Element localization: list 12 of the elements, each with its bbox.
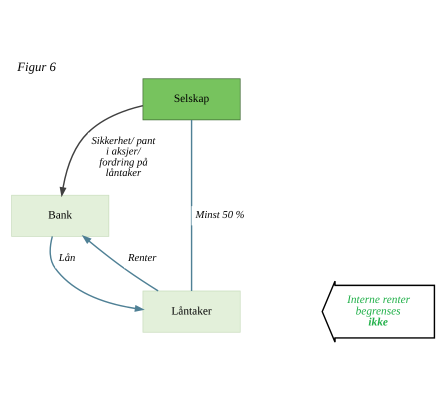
node-box: Låntaker	[142, 290, 241, 332]
node-box: Bank	[11, 194, 110, 236]
arrow	[60, 104, 143, 197]
edge-label: Renter	[128, 252, 156, 264]
edge-label: Lån	[58, 252, 76, 264]
node-box: Selskap	[142, 78, 241, 120]
arrow	[50, 236, 145, 312]
edge-label: Minst 50 %	[195, 209, 245, 220]
connector	[190, 120, 192, 291]
edge-label: Sikkerhet/ pant i aksjer/ fordring på låntaker	[91, 136, 156, 178]
diagram-title: Figur 6	[17, 60, 56, 74]
arrow	[82, 234, 158, 291]
